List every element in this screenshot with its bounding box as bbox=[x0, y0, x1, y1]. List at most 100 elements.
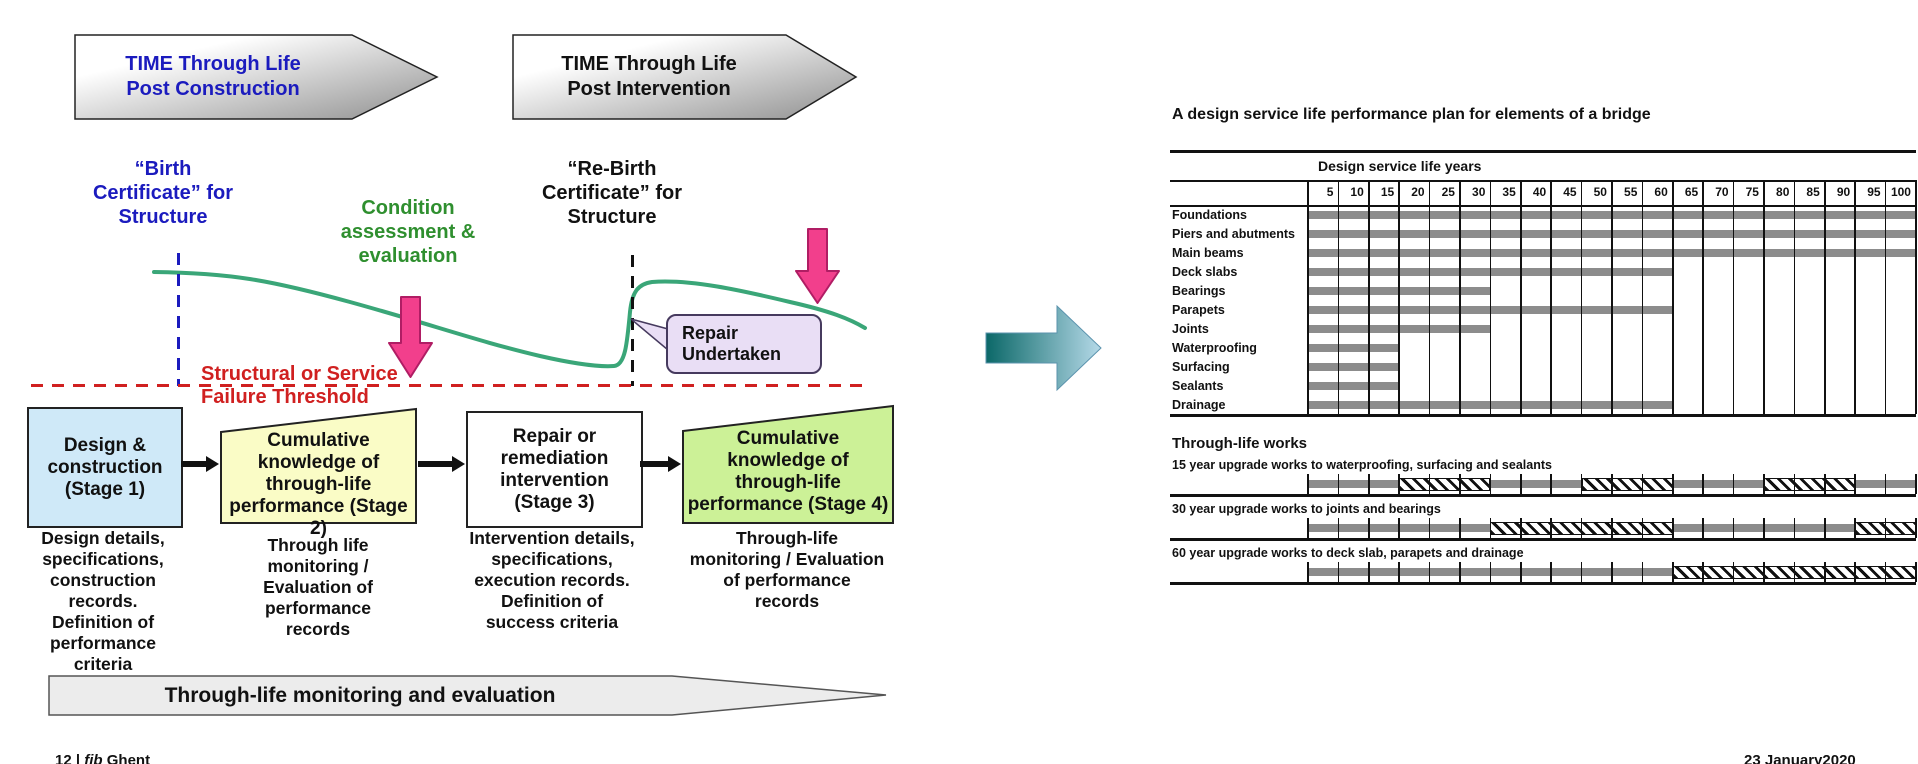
grid-tick bbox=[1489, 474, 1492, 494]
year-column-header: 85 bbox=[1806, 185, 1820, 199]
slide-number: 12 | bbox=[55, 752, 81, 764]
grid-line bbox=[1672, 180, 1674, 414]
stage2-box-label: Cumulative knowledge of through-life per… bbox=[229, 430, 408, 539]
element-row-label: Joints bbox=[1172, 322, 1209, 336]
grid-tick bbox=[1702, 518, 1704, 538]
stage3-box: Repair or remediation intervention (Stag… bbox=[466, 411, 643, 528]
grid-tick bbox=[1459, 474, 1461, 494]
table-rule bbox=[1170, 538, 1916, 541]
year-column-header: 90 bbox=[1836, 185, 1851, 199]
element-row-label: Surfacing bbox=[1172, 360, 1230, 374]
grid-tick bbox=[1459, 518, 1461, 538]
grid-line bbox=[1398, 180, 1400, 414]
year-column-header: 15 bbox=[1380, 185, 1395, 199]
table-rule bbox=[1170, 494, 1916, 497]
time-arrow-post-intervention-label: TIME Through Life Post Intervention bbox=[561, 53, 737, 100]
performance-curve bbox=[152, 270, 867, 369]
footer-org: fib bbox=[84, 752, 103, 764]
rebirth-certificate-label: “Re-Birth Certificate” for Structure bbox=[541, 158, 683, 228]
grid-tick bbox=[1459, 562, 1461, 582]
condition-assessment-label: Condition assessment & evaluation bbox=[340, 197, 476, 267]
time-arrow-post-construction-label: TIME Through Life Post Construction bbox=[125, 53, 301, 100]
element-row-label: Bearings bbox=[1172, 284, 1226, 298]
post-repair-arrow-icon bbox=[795, 228, 840, 304]
year-column-header: 10 bbox=[1350, 185, 1364, 199]
year-column-header: 50 bbox=[1593, 185, 1607, 199]
stage2-to-stage3-arrow-icon bbox=[418, 456, 465, 472]
grid-tick bbox=[1793, 562, 1796, 582]
grid-tick bbox=[1520, 474, 1522, 494]
stage1-to-stage2-arrow-icon bbox=[181, 456, 219, 472]
year-column-header: 95 bbox=[1867, 185, 1881, 199]
grid-tick bbox=[1489, 518, 1492, 538]
grid-tick bbox=[1641, 474, 1644, 494]
footer-place: Ghent bbox=[106, 752, 151, 764]
grid-line bbox=[1550, 180, 1552, 414]
year-column-header: 30 bbox=[1472, 185, 1486, 199]
grid-tick bbox=[1580, 474, 1583, 494]
grid-line bbox=[1763, 180, 1765, 414]
service-life-bar bbox=[1308, 381, 1400, 390]
grid-tick bbox=[1368, 518, 1370, 538]
grid-tick bbox=[1915, 474, 1917, 494]
repair-callout-pointer bbox=[630, 318, 669, 352]
upgrade-works-hatch bbox=[1764, 477, 1856, 491]
grid-tick bbox=[1428, 474, 1431, 494]
year-column-header: 20 bbox=[1411, 185, 1425, 199]
element-row-label: Waterproofing bbox=[1172, 341, 1257, 355]
time-arrow-post-intervention-shape bbox=[512, 34, 858, 120]
grid-line bbox=[1641, 180, 1644, 414]
grid-tick bbox=[1428, 562, 1431, 582]
grid-tick bbox=[1520, 518, 1522, 538]
through-life-row-label: 30 year upgrade works to joints and bear… bbox=[1172, 502, 1441, 516]
grid-tick bbox=[1368, 562, 1370, 582]
year-column-header: 25 bbox=[1441, 185, 1455, 199]
year-column-header: 5 bbox=[1326, 185, 1334, 199]
grid-tick bbox=[1672, 562, 1674, 582]
year-column-header: 65 bbox=[1684, 185, 1699, 199]
year-column-header: 75 bbox=[1745, 185, 1759, 199]
year-column-header: 40 bbox=[1532, 185, 1547, 199]
grid-tick bbox=[1793, 474, 1796, 494]
grid-tick bbox=[1915, 562, 1917, 582]
grid-tick bbox=[1398, 562, 1400, 582]
grid-tick bbox=[1824, 474, 1826, 494]
table-rule bbox=[1170, 150, 1916, 153]
grid-tick bbox=[1520, 562, 1522, 582]
grid-tick bbox=[1641, 562, 1644, 582]
grid-tick bbox=[1611, 562, 1613, 582]
grid-tick bbox=[1398, 518, 1400, 538]
element-row-label: Foundations bbox=[1172, 208, 1247, 222]
year-column-header: 45 bbox=[1563, 185, 1577, 199]
element-row-label: Deck slabs bbox=[1172, 265, 1238, 279]
grid-tick bbox=[1732, 562, 1735, 582]
grid-line bbox=[1368, 180, 1370, 414]
grid-tick bbox=[1611, 474, 1613, 494]
column-group-header: Design service life years bbox=[1318, 158, 1482, 174]
grid-tick bbox=[1307, 562, 1309, 582]
slide-footer-date: 23 January2020 bbox=[1744, 752, 1856, 764]
grid-tick bbox=[1489, 562, 1492, 582]
year-column-header: 35 bbox=[1502, 185, 1516, 199]
through-life-arrow-label: Through-life monitoring and evaluation bbox=[164, 683, 556, 707]
grid-tick bbox=[1337, 518, 1340, 538]
stage3-note: Intervention details, specifications, ex… bbox=[469, 528, 635, 632]
grid-line bbox=[1884, 180, 1887, 414]
service-life-bar bbox=[1308, 343, 1400, 352]
through-life-arrow-shape bbox=[48, 675, 887, 716]
grid-line bbox=[1824, 180, 1826, 414]
grid-line bbox=[1702, 180, 1704, 414]
grid-tick bbox=[1641, 518, 1644, 538]
grid-line bbox=[1580, 180, 1583, 414]
service-life-table-title: A design service life performance plan f… bbox=[1172, 106, 1651, 123]
element-row-label: Piers and abutments bbox=[1172, 227, 1295, 241]
through-life-row-label: 60 year upgrade works to deck slab, para… bbox=[1172, 546, 1524, 560]
stage2-box-shape bbox=[220, 407, 417, 524]
table-rule bbox=[1170, 180, 1916, 182]
grid-tick bbox=[1763, 474, 1765, 494]
grid-line bbox=[1337, 180, 1340, 414]
birth-dashed-line bbox=[177, 253, 180, 386]
stage1-box: Design & construction (Stage 1) bbox=[27, 407, 183, 528]
year-column-header: 80 bbox=[1776, 185, 1790, 199]
